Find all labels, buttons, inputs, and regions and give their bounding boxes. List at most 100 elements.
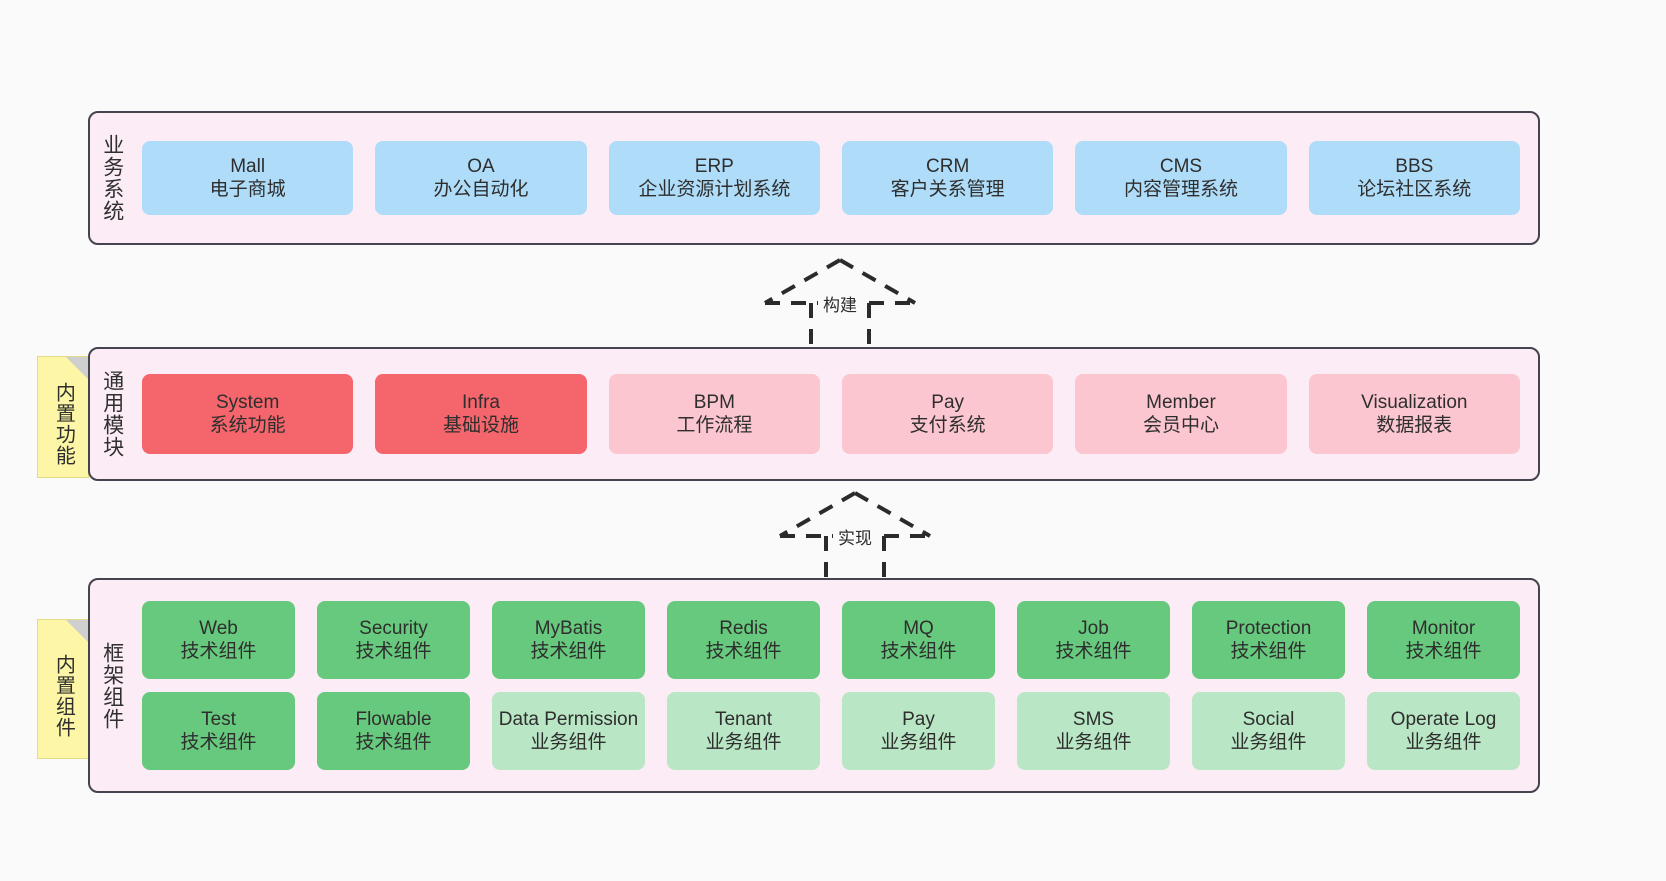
node-desc: 业务组件 xyxy=(705,732,782,753)
node-flowable[interactable]: Flowable 技术组件 xyxy=(317,692,470,770)
node-desc: 基础设施 xyxy=(442,415,519,436)
node-name: OA xyxy=(467,155,495,177)
node-pay[interactable]: Pay 支付系统 xyxy=(841,374,1054,454)
note-builtin-components: 内置组件 xyxy=(37,619,89,759)
node-desc: 系统功能 xyxy=(209,415,286,436)
node-name: Visualization xyxy=(1361,391,1468,413)
node-name: BBS xyxy=(1395,155,1434,177)
node-name: Security xyxy=(359,617,428,639)
connector-build-label: 构建 xyxy=(818,290,862,317)
node-desc: 业务组件 xyxy=(1055,732,1132,753)
layer-common-modules: 通用模块 System 系统功能 Infra 基础设施 BPM 工作流程 Pay… xyxy=(88,347,1540,481)
node-desc: 业务组件 xyxy=(530,732,607,753)
node-infra[interactable]: Infra 基础设施 xyxy=(375,374,587,454)
node-desc: 技术组件 xyxy=(180,732,257,753)
node-name: Infra xyxy=(461,391,500,413)
node-name: Web xyxy=(199,617,238,639)
node-name: Flowable xyxy=(355,708,432,730)
node-desc: 技术组件 xyxy=(530,641,607,662)
note-label: 内置组件 xyxy=(52,654,75,738)
node-protection[interactable]: Protection 技术组件 xyxy=(1192,601,1345,679)
node-desc: 论坛社区系统 xyxy=(1357,179,1472,200)
node-bpm[interactable]: BPM 工作流程 xyxy=(608,374,820,454)
node-mall[interactable]: Mall 电子商城 xyxy=(142,141,354,215)
node-name: Pay xyxy=(902,708,935,730)
node-monitor[interactable]: Monitor 技术组件 xyxy=(1367,601,1520,679)
layer-row: Test 技术组件 Flowable 技术组件 Data Permission … xyxy=(142,692,1520,770)
node-name: CMS xyxy=(1159,155,1203,177)
node-bbs[interactable]: BBS 论坛社区系统 xyxy=(1308,141,1520,215)
layer-business-system: 业务系统 Mall 电子商城 OA 办公自动化 ERP 企业资源计划系统 CRM… xyxy=(88,111,1540,245)
node-job[interactable]: Job 技术组件 xyxy=(1017,601,1170,679)
node-desc: 办公自动化 xyxy=(433,179,529,200)
node-desc: 技术组件 xyxy=(1405,641,1482,662)
layer-row: Web 技术组件 Security 技术组件 MyBatis 技术组件 Redi… xyxy=(142,601,1520,679)
node-name: Job xyxy=(1078,617,1109,639)
connector-implement-label: 实现 xyxy=(833,523,877,550)
node-security[interactable]: Security 技术组件 xyxy=(317,601,470,679)
node-sms[interactable]: SMS 业务组件 xyxy=(1017,692,1170,770)
node-name: Redis xyxy=(719,617,768,639)
node-web[interactable]: Web 技术组件 xyxy=(142,601,295,679)
node-data-permission[interactable]: Data Permission 业务组件 xyxy=(492,692,645,770)
node-name: MQ xyxy=(903,617,934,639)
node-name: Protection xyxy=(1225,617,1312,639)
node-desc: 技术组件 xyxy=(1230,641,1307,662)
connector-implement: 实现 xyxy=(770,489,940,585)
node-name: Tenant xyxy=(714,708,773,730)
node-name: Monitor xyxy=(1411,617,1476,639)
node-name: System xyxy=(215,391,280,413)
node-name: ERP xyxy=(694,155,734,177)
node-name: MyBatis xyxy=(534,617,603,639)
node-name: Data Permission xyxy=(498,708,639,730)
layer-title-framework-components: 框架组件 xyxy=(100,641,124,730)
node-desc: 企业资源计划系统 xyxy=(638,179,791,200)
node-desc: 内容管理系统 xyxy=(1123,179,1238,200)
node-tenant[interactable]: Tenant 业务组件 xyxy=(667,692,820,770)
node-desc: 会员中心 xyxy=(1142,415,1219,436)
node-cms[interactable]: CMS 内容管理系统 xyxy=(1075,141,1287,215)
node-name: BPM xyxy=(693,391,735,413)
layer-body-framework-components: Web 技术组件 Security 技术组件 MyBatis 技术组件 Redi… xyxy=(134,580,1538,791)
node-desc: 技术组件 xyxy=(705,641,782,662)
node-system[interactable]: System 系统功能 xyxy=(142,374,354,454)
node-operate-log[interactable]: Operate Log 业务组件 xyxy=(1367,692,1520,770)
node-desc: 技术组件 xyxy=(355,732,432,753)
note-builtin-features: 内置功能 xyxy=(37,356,89,478)
node-desc: 技术组件 xyxy=(355,641,432,662)
layer-body-business-system: Mall 电子商城 OA 办公自动化 ERP 企业资源计划系统 CRM 客户关系… xyxy=(134,113,1538,243)
node-erp[interactable]: ERP 企业资源计划系统 xyxy=(608,141,820,215)
note-fold-corner-icon xyxy=(66,620,88,642)
node-desc: 技术组件 xyxy=(880,641,957,662)
node-visualization[interactable]: Visualization 数据报表 xyxy=(1308,374,1520,454)
node-desc: 技术组件 xyxy=(180,641,257,662)
note-label: 内置功能 xyxy=(52,382,75,466)
node-name: Member xyxy=(1146,391,1216,413)
layer-title-common-modules: 通用模块 xyxy=(100,370,124,458)
node-test[interactable]: Test 技术组件 xyxy=(142,692,295,770)
node-social[interactable]: Social 业务组件 xyxy=(1192,692,1345,770)
node-pay-component[interactable]: Pay 业务组件 xyxy=(842,692,995,770)
note-fold-corner-icon xyxy=(66,357,88,379)
layer-framework-components: 框架组件 Web 技术组件 Security 技术组件 MyBatis 技术组件… xyxy=(88,578,1540,793)
node-member[interactable]: Member 会员中心 xyxy=(1075,374,1287,454)
node-redis[interactable]: Redis 技术组件 xyxy=(667,601,820,679)
node-mq[interactable]: MQ 技术组件 xyxy=(842,601,995,679)
node-name: CRM xyxy=(926,155,970,177)
layer-row: System 系统功能 Infra 基础设施 BPM 工作流程 Pay 支付系统… xyxy=(142,374,1520,454)
layer-row: Mall 电子商城 OA 办公自动化 ERP 企业资源计划系统 CRM 客户关系… xyxy=(142,141,1520,215)
node-name: Operate Log xyxy=(1390,708,1497,730)
node-name: Test xyxy=(201,708,236,730)
node-desc: 客户关系管理 xyxy=(890,179,1005,200)
node-oa[interactable]: OA 办公自动化 xyxy=(375,141,587,215)
node-name: SMS xyxy=(1072,708,1115,730)
node-crm[interactable]: CRM 客户关系管理 xyxy=(841,141,1054,215)
node-desc: 业务组件 xyxy=(880,732,957,753)
layer-body-common-modules: System 系统功能 Infra 基础设施 BPM 工作流程 Pay 支付系统… xyxy=(134,349,1538,479)
node-desc: 数据报表 xyxy=(1376,415,1453,436)
node-mybatis[interactable]: MyBatis 技术组件 xyxy=(492,601,645,679)
node-desc: 电子商城 xyxy=(209,179,286,200)
node-desc: 支付系统 xyxy=(909,415,986,436)
node-name: Pay xyxy=(931,391,965,413)
